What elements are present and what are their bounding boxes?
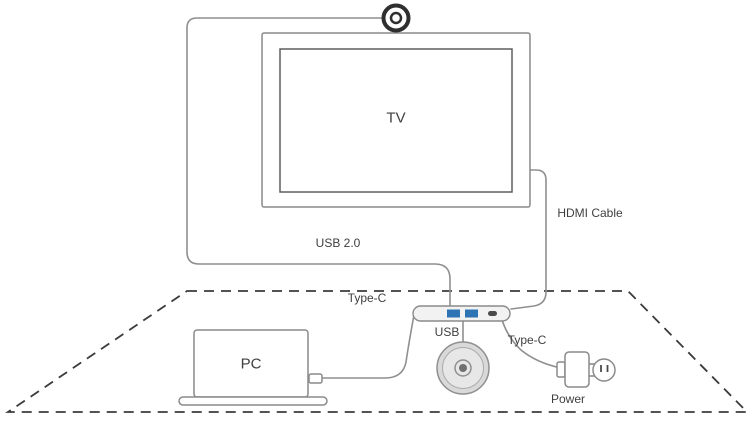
table-surface-dashed: [5, 290, 750, 413]
power-adapter-icon: [556, 351, 595, 388]
hub-type-c-port: [488, 311, 497, 316]
pc-hub-cable: [321, 314, 415, 379]
tv-screen: [279, 48, 513, 193]
speakerphone-icon: [436, 341, 490, 395]
tv-frame: [261, 32, 531, 208]
usb2-cable: [186, 17, 451, 309]
hub-usb-port-2: [465, 309, 478, 318]
power-label: Power: [550, 392, 586, 406]
speakerphone-button-ring: [454, 359, 472, 377]
hdmi-cable-line: [510, 169, 547, 310]
outlet-circle: [592, 358, 616, 382]
hub-power-cable: [501, 319, 562, 369]
usb-hub-icon: [412, 305, 511, 322]
camera-lens: [389, 11, 403, 25]
power-connector: [556, 361, 566, 378]
camera-icon: [381, 3, 411, 33]
laptop-base: [178, 396, 328, 406]
laptop-icon: [178, 329, 328, 406]
tv-label: TV: [386, 109, 406, 127]
type-c-pc-label: Type-C: [347, 291, 387, 305]
outlet-icon: [592, 358, 616, 382]
pc-label: PC: [240, 355, 262, 373]
usb-plug-icon: [308, 373, 323, 384]
power-adapter-body: [564, 351, 590, 388]
usb2-cable-label: USB 2.0: [315, 236, 361, 250]
usb-speakerphone-label: USB: [434, 325, 460, 339]
speakerphone-button: [459, 364, 467, 372]
hub-usb-port-1: [447, 309, 460, 318]
type-c-power-label: Type-C: [507, 333, 547, 347]
hub-body: [412, 305, 511, 322]
hdmi-cable-label: HDMI Cable: [557, 206, 623, 220]
